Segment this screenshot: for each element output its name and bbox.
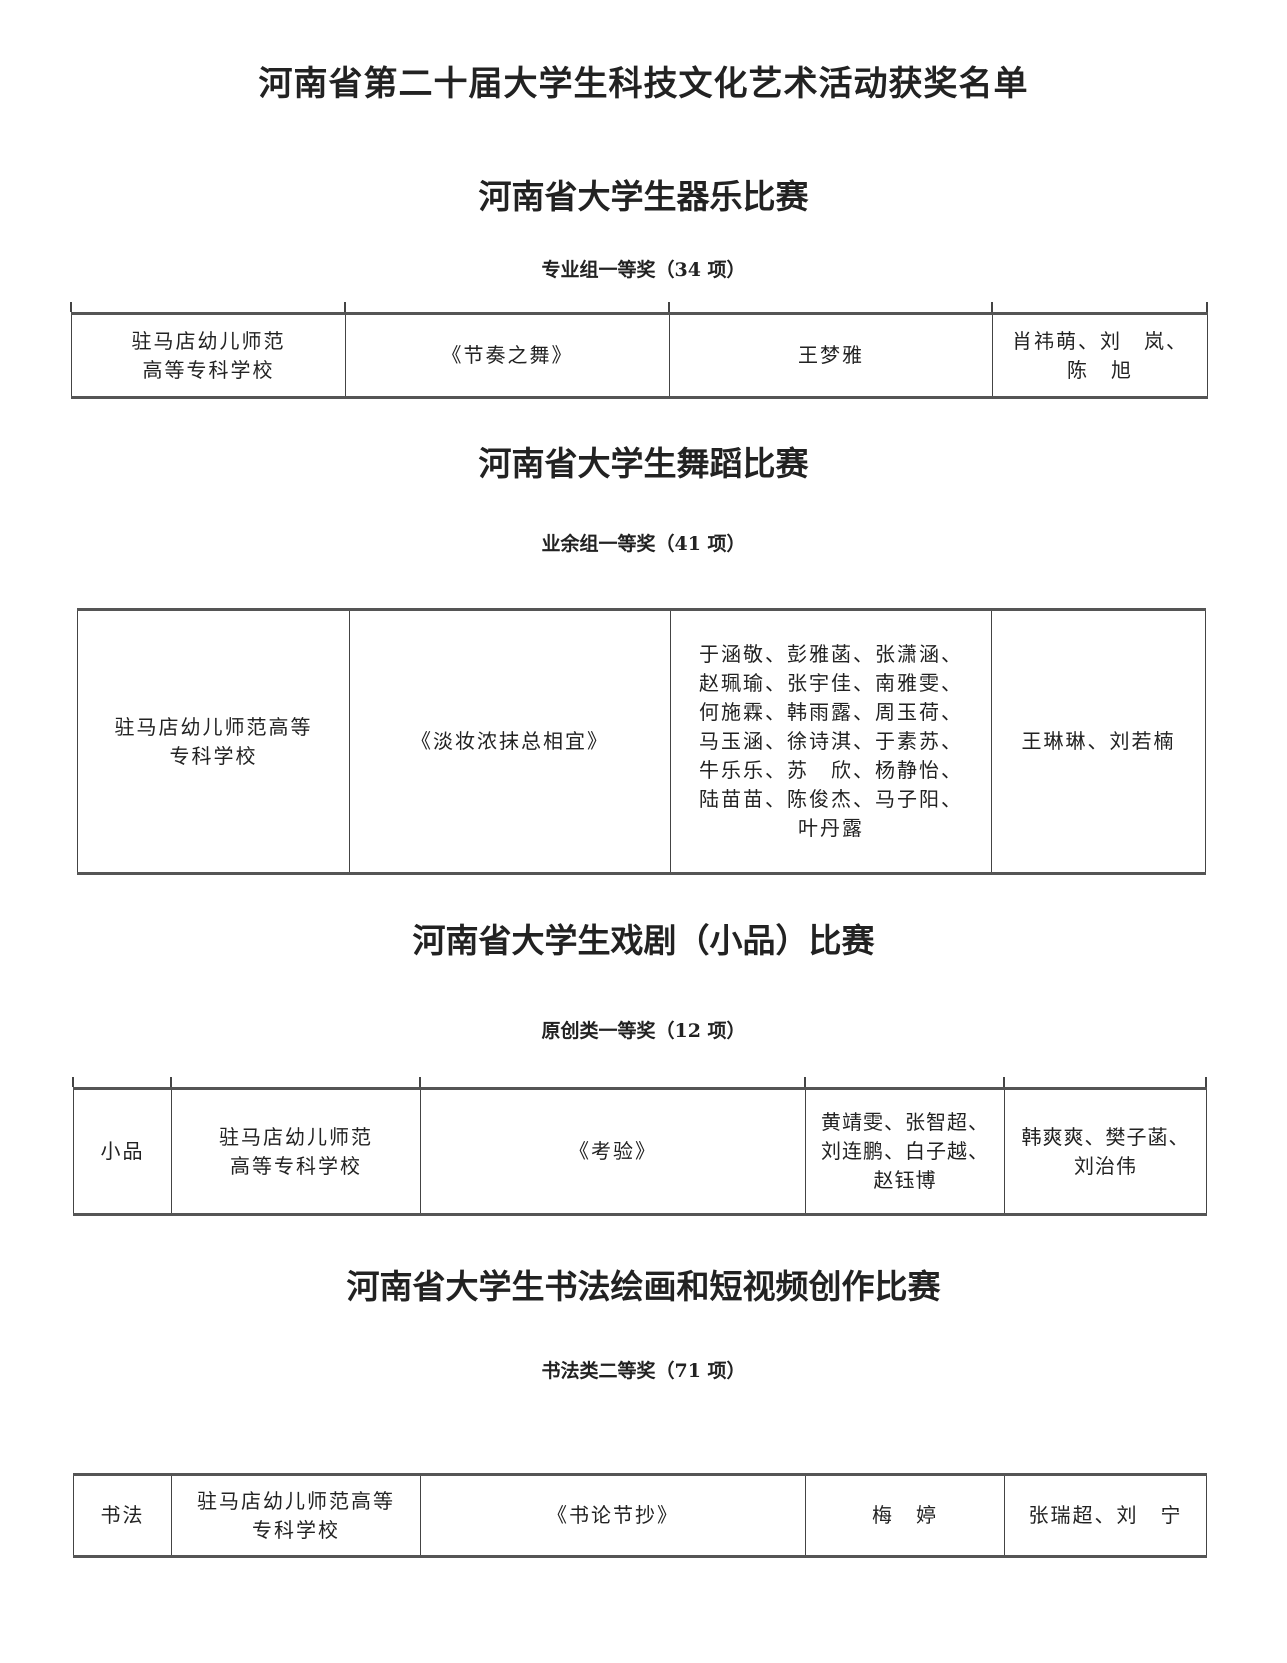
performers-cell: 王梦雅	[669, 312, 993, 399]
school-cell: 驻马店幼儿师范 高等专科学校	[71, 312, 346, 399]
performers-cell: 于涵敬、彭雅菡、张潇涵、 赵珮瑜、张宇佳、南雅雯、 何施霖、韩雨露、周玉荷、 马…	[670, 608, 992, 875]
category-cell: 小品	[73, 1087, 172, 1216]
award-table: 书法 驻马店幼儿师范高等 专科学校 《书论节抄》 梅 婷 张瑞超、刘 宁	[73, 1473, 1207, 1558]
school-cell: 驻马店幼儿师范 高等专科学校	[171, 1087, 421, 1216]
section-heading: 河南省大学生书法绘画和短视频创作比赛	[346, 1267, 941, 1306]
award-subheading: 原创类一等奖（12 项）	[541, 1020, 746, 1042]
award-subheading: 专业组一等奖（34 项）	[541, 259, 746, 281]
work-cell: 《考验》	[420, 1087, 806, 1216]
award-subheading: 书法类二等奖（71 项）	[541, 1360, 746, 1382]
award-table: 驻马店幼儿师范高等 专科学校 《淡妆浓抹总相宜》 于涵敬、彭雅菡、张潇涵、 赵珮…	[77, 608, 1206, 875]
category-cell: 书法	[73, 1473, 172, 1558]
table-row: 小品 驻马店幼儿师范 高等专科学校 《考验》 黄靖雯、张智超、 刘连鹏、白子越、…	[73, 1087, 1207, 1216]
table-row: 驻马店幼儿师范高等 专科学校 《淡妆浓抹总相宜》 于涵敬、彭雅菡、张潇涵、 赵珮…	[77, 608, 1206, 875]
advisors-cell: 肖祎萌、刘 岚、 陈 旭	[992, 312, 1208, 399]
award-table: 小品 驻马店幼儿师范 高等专科学校 《考验》 黄靖雯、张智超、 刘连鹏、白子越、…	[73, 1087, 1207, 1216]
section-heading: 河南省大学生器乐比赛	[478, 177, 809, 216]
school-cell: 驻马店幼儿师范高等 专科学校	[171, 1473, 421, 1558]
table-row: 驻马店幼儿师范 高等专科学校 《节奏之舞》 王梦雅 肖祎萌、刘 岚、 陈 旭	[71, 312, 1208, 399]
school-cell: 驻马店幼儿师范高等 专科学校	[77, 608, 350, 875]
award-table: 驻马店幼儿师范 高等专科学校 《节奏之舞》 王梦雅 肖祎萌、刘 岚、 陈 旭	[71, 312, 1208, 399]
advisors-cell: 韩爽爽、樊子菡、 刘治伟	[1004, 1087, 1207, 1216]
advisors-cell: 王琳琳、刘若楠	[991, 608, 1206, 875]
award-subheading: 业余组一等奖（41 项）	[541, 533, 746, 555]
work-cell: 《节奏之舞》	[345, 312, 670, 399]
performers-cell: 黄靖雯、张智超、 刘连鹏、白子越、 赵钰博	[805, 1087, 1005, 1216]
table-row: 书法 驻马店幼儿师范高等 专科学校 《书论节抄》 梅 婷 张瑞超、刘 宁	[73, 1473, 1207, 1558]
section-heading: 河南省大学生戏剧（小品）比赛	[412, 921, 875, 960]
advisors-cell: 张瑞超、刘 宁	[1004, 1473, 1207, 1558]
performers-cell: 梅 婷	[805, 1473, 1005, 1558]
work-cell: 《淡妆浓抹总相宜》	[349, 608, 671, 875]
section-heading: 河南省大学生舞蹈比赛	[478, 444, 809, 483]
document-title: 河南省第二十届大学生科技文化艺术活动获奖名单	[258, 64, 1029, 104]
work-cell: 《书论节抄》	[420, 1473, 806, 1558]
